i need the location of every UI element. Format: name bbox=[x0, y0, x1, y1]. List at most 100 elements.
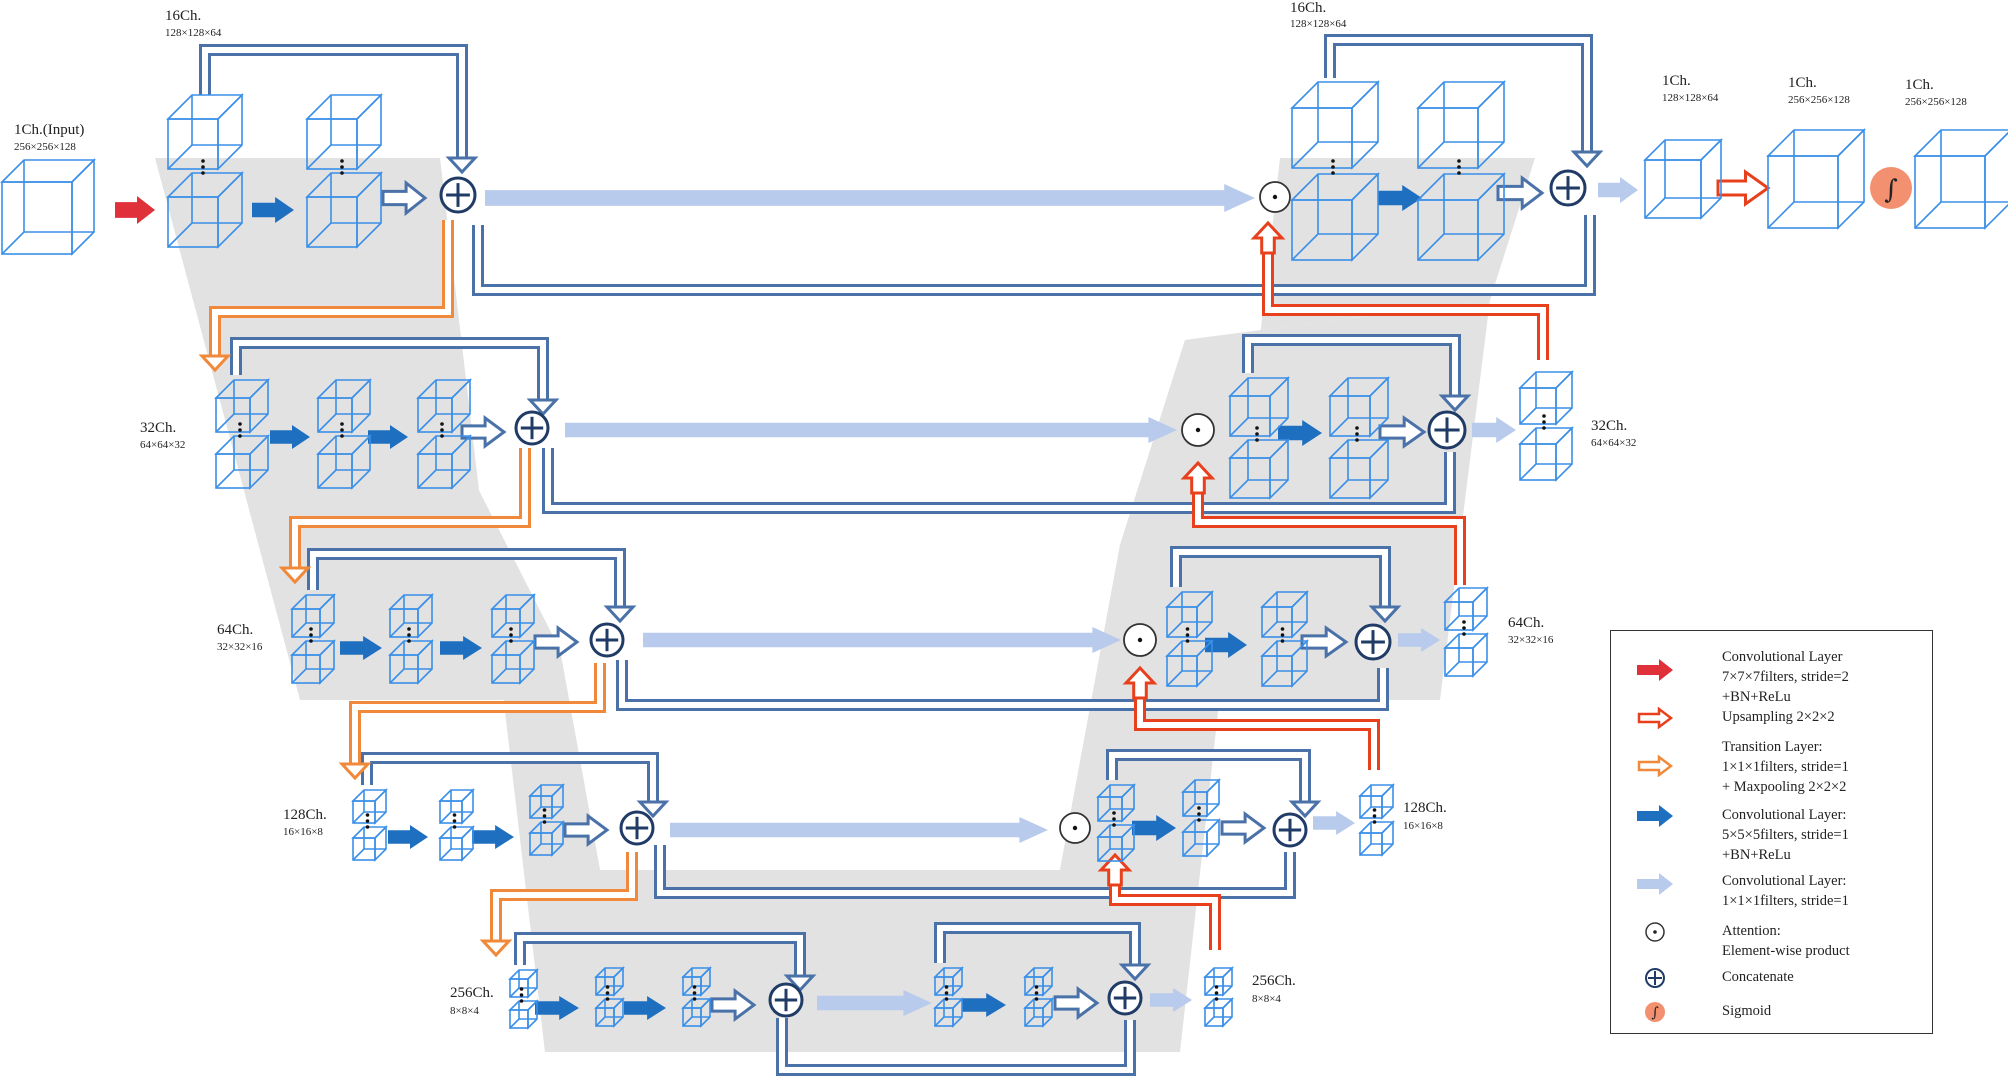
dec4-hollow-arrow bbox=[1220, 811, 1267, 845]
enc1-res-tip bbox=[445, 156, 479, 175]
dec3-out-stack-top-cube-side bbox=[1472, 586, 1488, 632]
dec2-channel-label: 32Ch. bbox=[1591, 418, 1627, 434]
dec1-res-tip bbox=[1570, 150, 1604, 169]
dec3-out-stack-dots-0 bbox=[1462, 620, 1466, 624]
enc3-stack-c-dots-0 bbox=[509, 627, 513, 631]
legend-text-upsampling: Upsampling 2×2×2 bbox=[1722, 709, 1835, 725]
enc3-stack-b-top-cube-back-d bbox=[389, 622, 405, 638]
enc4-stack-a-dots-1 bbox=[365, 819, 370, 823]
enc2-stack-a-bottom-cube bbox=[214, 434, 270, 490]
enc4-stack-c-dots-0 bbox=[542, 808, 547, 812]
transition-arrow-icon bbox=[1637, 755, 1673, 777]
bott-stack-e-bottom-cube-back-d bbox=[1024, 1016, 1035, 1027]
skip4-conv1-arrow bbox=[670, 817, 1048, 843]
bott-stack-e-top-cube-back-d bbox=[1024, 985, 1035, 996]
enc3-stack-a-top-cube bbox=[290, 593, 336, 639]
enc2-stack-a-dots-1 bbox=[238, 428, 242, 432]
dec4-attention-op-dot bbox=[1072, 825, 1078, 831]
bott-stack-a-dots-0 bbox=[519, 987, 524, 991]
transition-4-tip bbox=[479, 939, 513, 958]
dec1-stack-a-top-cube-side bbox=[1351, 80, 1379, 170]
enc2-stack-c-bottom-cube-back-d bbox=[417, 469, 437, 489]
enc3-stack-c-bottom-cube bbox=[490, 639, 536, 685]
enc4-stack-a-bottom-cube-back-d bbox=[352, 848, 365, 861]
dec2-out-stack-dots-0 bbox=[1542, 414, 1546, 418]
enc2-res-tip bbox=[526, 398, 560, 417]
dec4-stack-b-bottom-cube-back-d bbox=[1182, 843, 1196, 857]
sigmoid-op bbox=[1870, 167, 1912, 209]
enc3-res-pipe-inner bbox=[310, 551, 623, 612]
dec4-out-stack-dots-0 bbox=[1372, 808, 1377, 812]
enc1-res-pipe-inner bbox=[202, 47, 465, 160]
bott-stack-e-dots-2 bbox=[1034, 997, 1039, 1001]
legend-item-conv7: Convolutional Layer 7×7×7filters, stride… bbox=[1611, 647, 1932, 707]
dec3-stack-a-bottom-cube bbox=[1165, 639, 1214, 688]
output2-channel-label: 1Ch. bbox=[1788, 75, 1817, 91]
enc3-stack-a-dots-0 bbox=[309, 627, 313, 631]
bott-concat-op-a bbox=[768, 982, 804, 1018]
dec2-out-stack-top-cube bbox=[1518, 370, 1574, 426]
enc4-conv5-b bbox=[472, 825, 514, 849]
dec3-stack-b-dots-0 bbox=[1280, 627, 1285, 631]
enc1-stack-b-top-cube-back-d bbox=[306, 144, 332, 170]
dec3-stack-a-dots-1 bbox=[1185, 633, 1190, 637]
enc1-channel-label: 16Ch. bbox=[165, 8, 201, 24]
bott-stack-d-dots-0 bbox=[944, 985, 949, 989]
legend-text-conv7: Convolutional Layer 7×7×7filters, stride… bbox=[1722, 649, 1849, 705]
dec1-stack-b-dots-1 bbox=[1457, 165, 1461, 169]
bott-out-stack-top-cube-back-d bbox=[1204, 985, 1215, 996]
dec3-hollow-arrow bbox=[1300, 625, 1349, 659]
enc2-hollow-arrow bbox=[460, 415, 507, 449]
dec4-res-pipe-inner bbox=[1109, 752, 1308, 808]
legend-item-conv1: Convolutional Layer: 1×1×1filters, strid… bbox=[1611, 871, 1932, 915]
up-dec3-tip bbox=[1122, 665, 1158, 700]
dec1-stack-b-dots-0 bbox=[1457, 159, 1461, 163]
conv5-arrow-icon bbox=[1637, 805, 1673, 827]
skip3-conv1-arrow bbox=[643, 627, 1121, 653]
dec1-conv5-a bbox=[1378, 185, 1422, 211]
dec4-out-stack-top-cube bbox=[1358, 783, 1395, 820]
dec2-stack-a-top-cube-back-d bbox=[1229, 417, 1249, 437]
input-channel-label: 1Ch.(Input) bbox=[14, 122, 84, 138]
bott-stack-c-dots-2 bbox=[692, 997, 697, 1001]
bott-out-stack-bottom-cube bbox=[1203, 997, 1234, 1028]
enc1-stack-a-dots-0 bbox=[201, 159, 205, 163]
bott-bypass-pipe-inner bbox=[779, 1018, 1133, 1073]
transition-3-inner bbox=[352, 663, 603, 768]
enc2-stack-c-dots-0 bbox=[440, 422, 444, 426]
enc3-stack-c-bottom-cube-back-d bbox=[491, 668, 507, 684]
legend-text-conv5: Convolutional Layer: 5×5×5filters, strid… bbox=[1722, 807, 1849, 863]
enc4-stack-c-top-cube bbox=[528, 783, 565, 820]
up-dec1-tip bbox=[1250, 220, 1286, 255]
dec4-stack-b-dots-1 bbox=[1197, 812, 1201, 816]
skip1-conv1-arrow bbox=[485, 184, 1255, 212]
dec3-stack-b-bottom-cube-back-d bbox=[1261, 670, 1278, 687]
output-volume-2 bbox=[1766, 128, 1866, 230]
enc2-res-pipe-inner bbox=[233, 340, 546, 405]
bott-stack-e-dots-0 bbox=[1034, 985, 1039, 989]
dec3-dims-label: 32×32×16 bbox=[1508, 634, 1554, 646]
legend-item-upsampling: Upsampling 2×2×2 bbox=[1611, 707, 1932, 737]
dec4-conv1-arrow bbox=[1313, 811, 1355, 835]
enc3-channel-label: 64Ch. bbox=[217, 622, 253, 638]
enc4-stack-b-dots-2 bbox=[452, 825, 457, 829]
dec3-out-stack-bottom-cube-back-d bbox=[1444, 661, 1460, 677]
enc2-stack-c-dots-1 bbox=[440, 428, 444, 432]
bott-out-stack-dots-1 bbox=[1214, 991, 1219, 995]
enc3-stack-b-dots-0 bbox=[407, 627, 411, 631]
enc1-hollow-arrow bbox=[381, 179, 428, 217]
enc3-stack-a-bottom-cube-back-d bbox=[291, 668, 307, 684]
output-volume-3-top bbox=[1913, 129, 2008, 157]
dec1-attention-op-dot bbox=[1272, 194, 1278, 200]
dec2-stack-b-dots-0 bbox=[1355, 426, 1359, 430]
enc4-dec4-pipe-inner bbox=[657, 845, 1293, 896]
bott-stack-c-bottom-cube bbox=[681, 997, 712, 1028]
dec2-out-stack-top-cube-side bbox=[1555, 370, 1573, 426]
dec2-stack-b-bottom-cube bbox=[1328, 438, 1390, 500]
enc4-stack-c-bottom-cube bbox=[528, 820, 565, 857]
enc1-concat-op bbox=[439, 176, 477, 214]
bott-hollow-arrow-b bbox=[1053, 986, 1100, 1020]
enc4-stack-b-bottom-cube bbox=[438, 825, 475, 862]
bott-out-stack-top-cube bbox=[1203, 966, 1234, 997]
